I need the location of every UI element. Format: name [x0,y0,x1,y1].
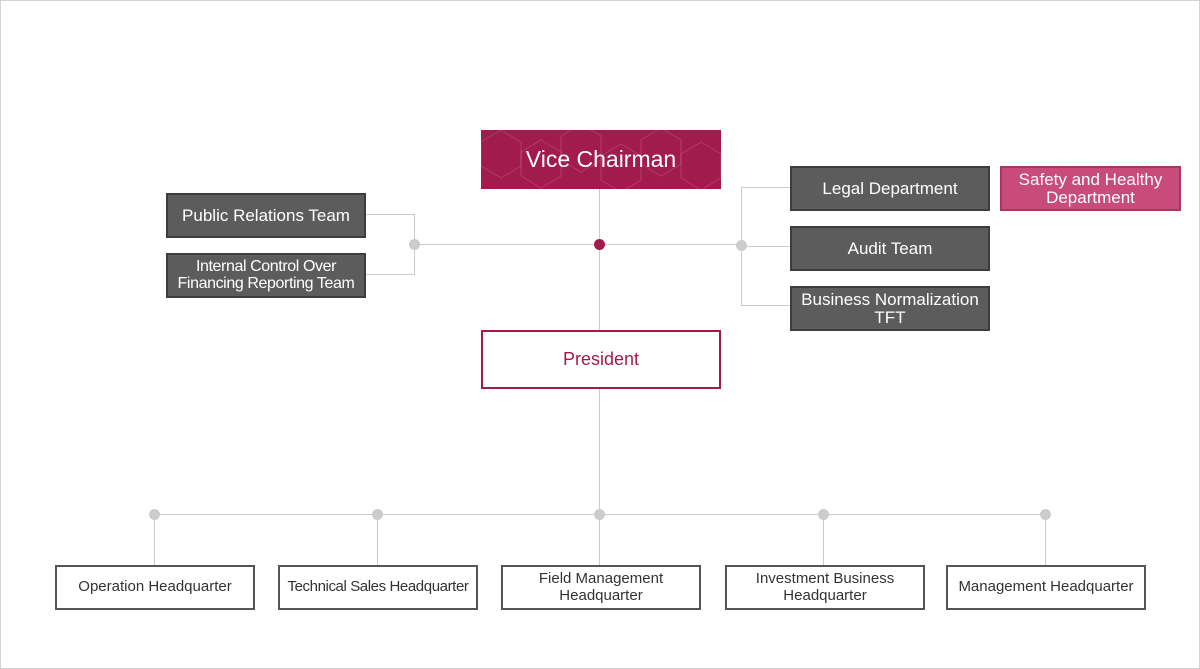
connector-president-to-hq [599,388,600,514]
legal-department-box: Legal Department [790,166,990,211]
connector-hq-2 [377,514,378,566]
field-management-headquarter-box: Field Management Headquarter [501,565,701,610]
connector-vice-to-president [599,189,600,331]
management-headquarter-label: Management Headquarter [958,578,1134,596]
management-headquarter-box: Management Headquarter [946,565,1146,610]
investment-business-headquarter-label: Investment Business Headquarter [755,570,895,604]
connector-left-bracket-bottom [365,274,414,275]
connector-hq-4 [823,514,824,566]
connector-left-bracket-top [365,214,414,215]
junction-hq-dot-4 [818,509,829,520]
connector-right-bracket-top [741,187,791,188]
junction-left-dot [409,239,420,250]
junction-hq-dot-5 [1040,509,1051,520]
business-normalization-tft-box: Business Normalization TFT [790,286,990,331]
vice-chairman-box: Vice Chairman [481,130,721,189]
president-label: President [562,349,640,370]
junction-hq-dot-2 [372,509,383,520]
junction-right-dot [736,240,747,251]
connector-right-bracket-middle [741,246,791,247]
technical-sales-headquarter-box: Technical Sales Headquarter [278,565,478,610]
technical-sales-headquarter-label: Technical Sales Headquarter [287,578,469,596]
junction-hq-dot-1 [149,509,160,520]
public-relations-team-box: Public Relations Team [166,193,366,238]
safety-healthy-department-box: Safety and Healthy Department [1000,166,1181,211]
audit-team-box: Audit Team [790,226,990,271]
legal-department-label: Legal Department [822,178,958,198]
junction-hq-dot-3 [594,509,605,520]
junction-center-dot [594,239,605,250]
connector-staff-horizontal [414,244,741,245]
president-box: President [481,330,721,389]
connector-hq-3 [599,514,600,566]
public-relations-team-label: Public Relations Team [182,205,350,225]
internal-control-team-label: Internal Control Over Financing Reportin… [177,257,355,292]
connector-hq-5 [1045,514,1046,566]
hexagon-pattern-icon [481,130,721,189]
operation-headquarter-box: Operation Headquarter [55,565,255,610]
vice-chairman-label: Vice Chairman [525,146,677,173]
connector-hq-1 [154,514,155,566]
safety-healthy-department-label: Safety and Healthy Department [1018,169,1163,207]
business-normalization-tft-label: Business Normalization TFT [801,289,979,327]
internal-control-team-box: Internal Control Over Financing Reportin… [166,253,366,298]
operation-headquarter-label: Operation Headquarter [78,578,232,596]
field-management-headquarter-label: Field Management Headquarter [538,570,664,604]
investment-business-headquarter-box: Investment Business Headquarter [725,565,925,610]
connector-right-bracket-bottom [741,305,791,306]
audit-team-label: Audit Team [847,238,933,258]
